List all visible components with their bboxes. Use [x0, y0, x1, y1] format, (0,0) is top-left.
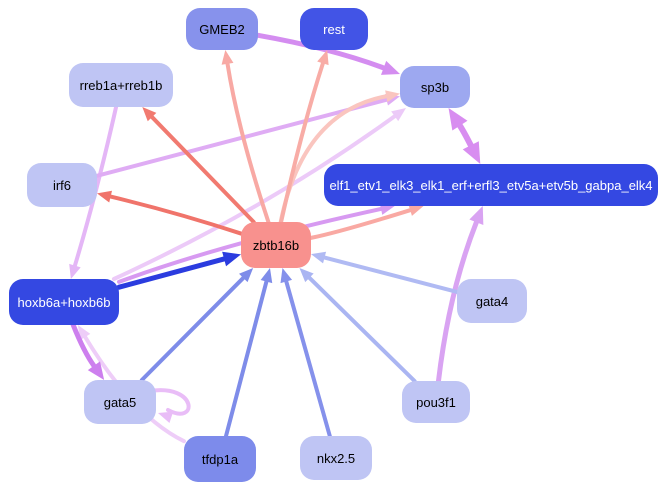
arrowhead [408, 204, 424, 216]
arrowhead [239, 268, 254, 283]
node-label: pou3f1 [416, 394, 456, 410]
node-label: sp3b [420, 79, 450, 95]
node-rreb1[interactable]: rreb1a+rreb1b [69, 63, 173, 107]
arrowhead [385, 90, 400, 103]
edge-pou3f1-elf [435, 206, 484, 384]
node-gata4[interactable]: gata4 [457, 279, 527, 323]
arrowhead [260, 268, 273, 284]
node-hoxb6[interactable]: hoxb6a+hoxb6b [9, 279, 119, 325]
node-nkx25[interactable]: nkx2.5 [300, 436, 372, 480]
node-label: rest [323, 21, 345, 37]
node-label: tfdp1a [201, 451, 239, 467]
edge-hoxb6-zbtb16b [116, 251, 241, 290]
node-label: elf1_etv1_elk3_elk1_erf+erfl3_etv5a+etv5… [329, 177, 653, 193]
arrowhead [379, 203, 395, 215]
edge-gata4-zbtb16b [311, 251, 459, 294]
arrowhead [380, 60, 400, 75]
node-label: gata4 [475, 293, 509, 309]
node-irf6[interactable]: irf6 [27, 163, 97, 207]
node-zbtb16b[interactable]: zbtb16b [241, 222, 311, 268]
arrowhead [317, 50, 329, 66]
arrowhead [299, 268, 314, 283]
edge-sp3b-elf [448, 108, 481, 164]
edge-hoxb6-gata5 [70, 322, 105, 380]
edge-gata5-zbtb16b [139, 268, 254, 382]
arrowhead [69, 263, 81, 279]
arrowhead [77, 325, 91, 341]
node-gmeb2[interactable]: GMEB2 [186, 8, 258, 50]
arrowhead [391, 108, 407, 122]
arrowhead [142, 107, 157, 122]
edge-gata5-gata5 [148, 388, 191, 424]
arrowhead [280, 268, 293, 284]
arrowhead [469, 206, 484, 226]
edge-zbtb16b-elf [309, 204, 424, 240]
node-label: GMEB2 [199, 21, 245, 37]
edge-zbtb16b-rreb1 [142, 107, 256, 224]
edge-pou3f1-zbtb16b [299, 268, 417, 383]
edge-zbtb16b-irf6 [97, 190, 243, 236]
edge-tfdp1a-zbtb16b [224, 268, 273, 438]
node-elf[interactable]: elf1_etv1_elk3_elk1_erf+erfl3_etv5a+etv5… [324, 164, 658, 206]
node-rest[interactable]: rest [300, 8, 368, 50]
node-tfdp1a[interactable]: tfdp1a [184, 436, 256, 482]
node-sp3b[interactable]: sp3b [400, 66, 470, 108]
arrowhead [97, 190, 113, 203]
node-label: irf6 [52, 177, 72, 193]
arrowhead [462, 141, 481, 164]
arrowhead [221, 50, 234, 65]
node-gata5[interactable]: gata5 [84, 380, 156, 424]
edge-hoxb6-elf [117, 203, 395, 284]
edge-zbtb16b-gmeb2 [221, 50, 271, 224]
node-pou3f1[interactable]: pou3f1 [402, 381, 470, 423]
arrowhead [448, 108, 468, 131]
arrowhead [311, 251, 327, 264]
arrowhead [87, 361, 105, 380]
edge-nkx25-zbtb16b [280, 268, 332, 438]
arrowhead [158, 411, 174, 424]
node-label: hoxb6a+hoxb6b [17, 294, 111, 310]
node-label: zbtb16b [252, 237, 300, 253]
edge-zbtb16b-rest [279, 50, 329, 224]
node-label: nkx2.5 [316, 450, 356, 466]
node-label: gata5 [103, 394, 137, 410]
node-label: rreb1a+rreb1b [79, 77, 163, 93]
arrowhead [222, 251, 241, 267]
